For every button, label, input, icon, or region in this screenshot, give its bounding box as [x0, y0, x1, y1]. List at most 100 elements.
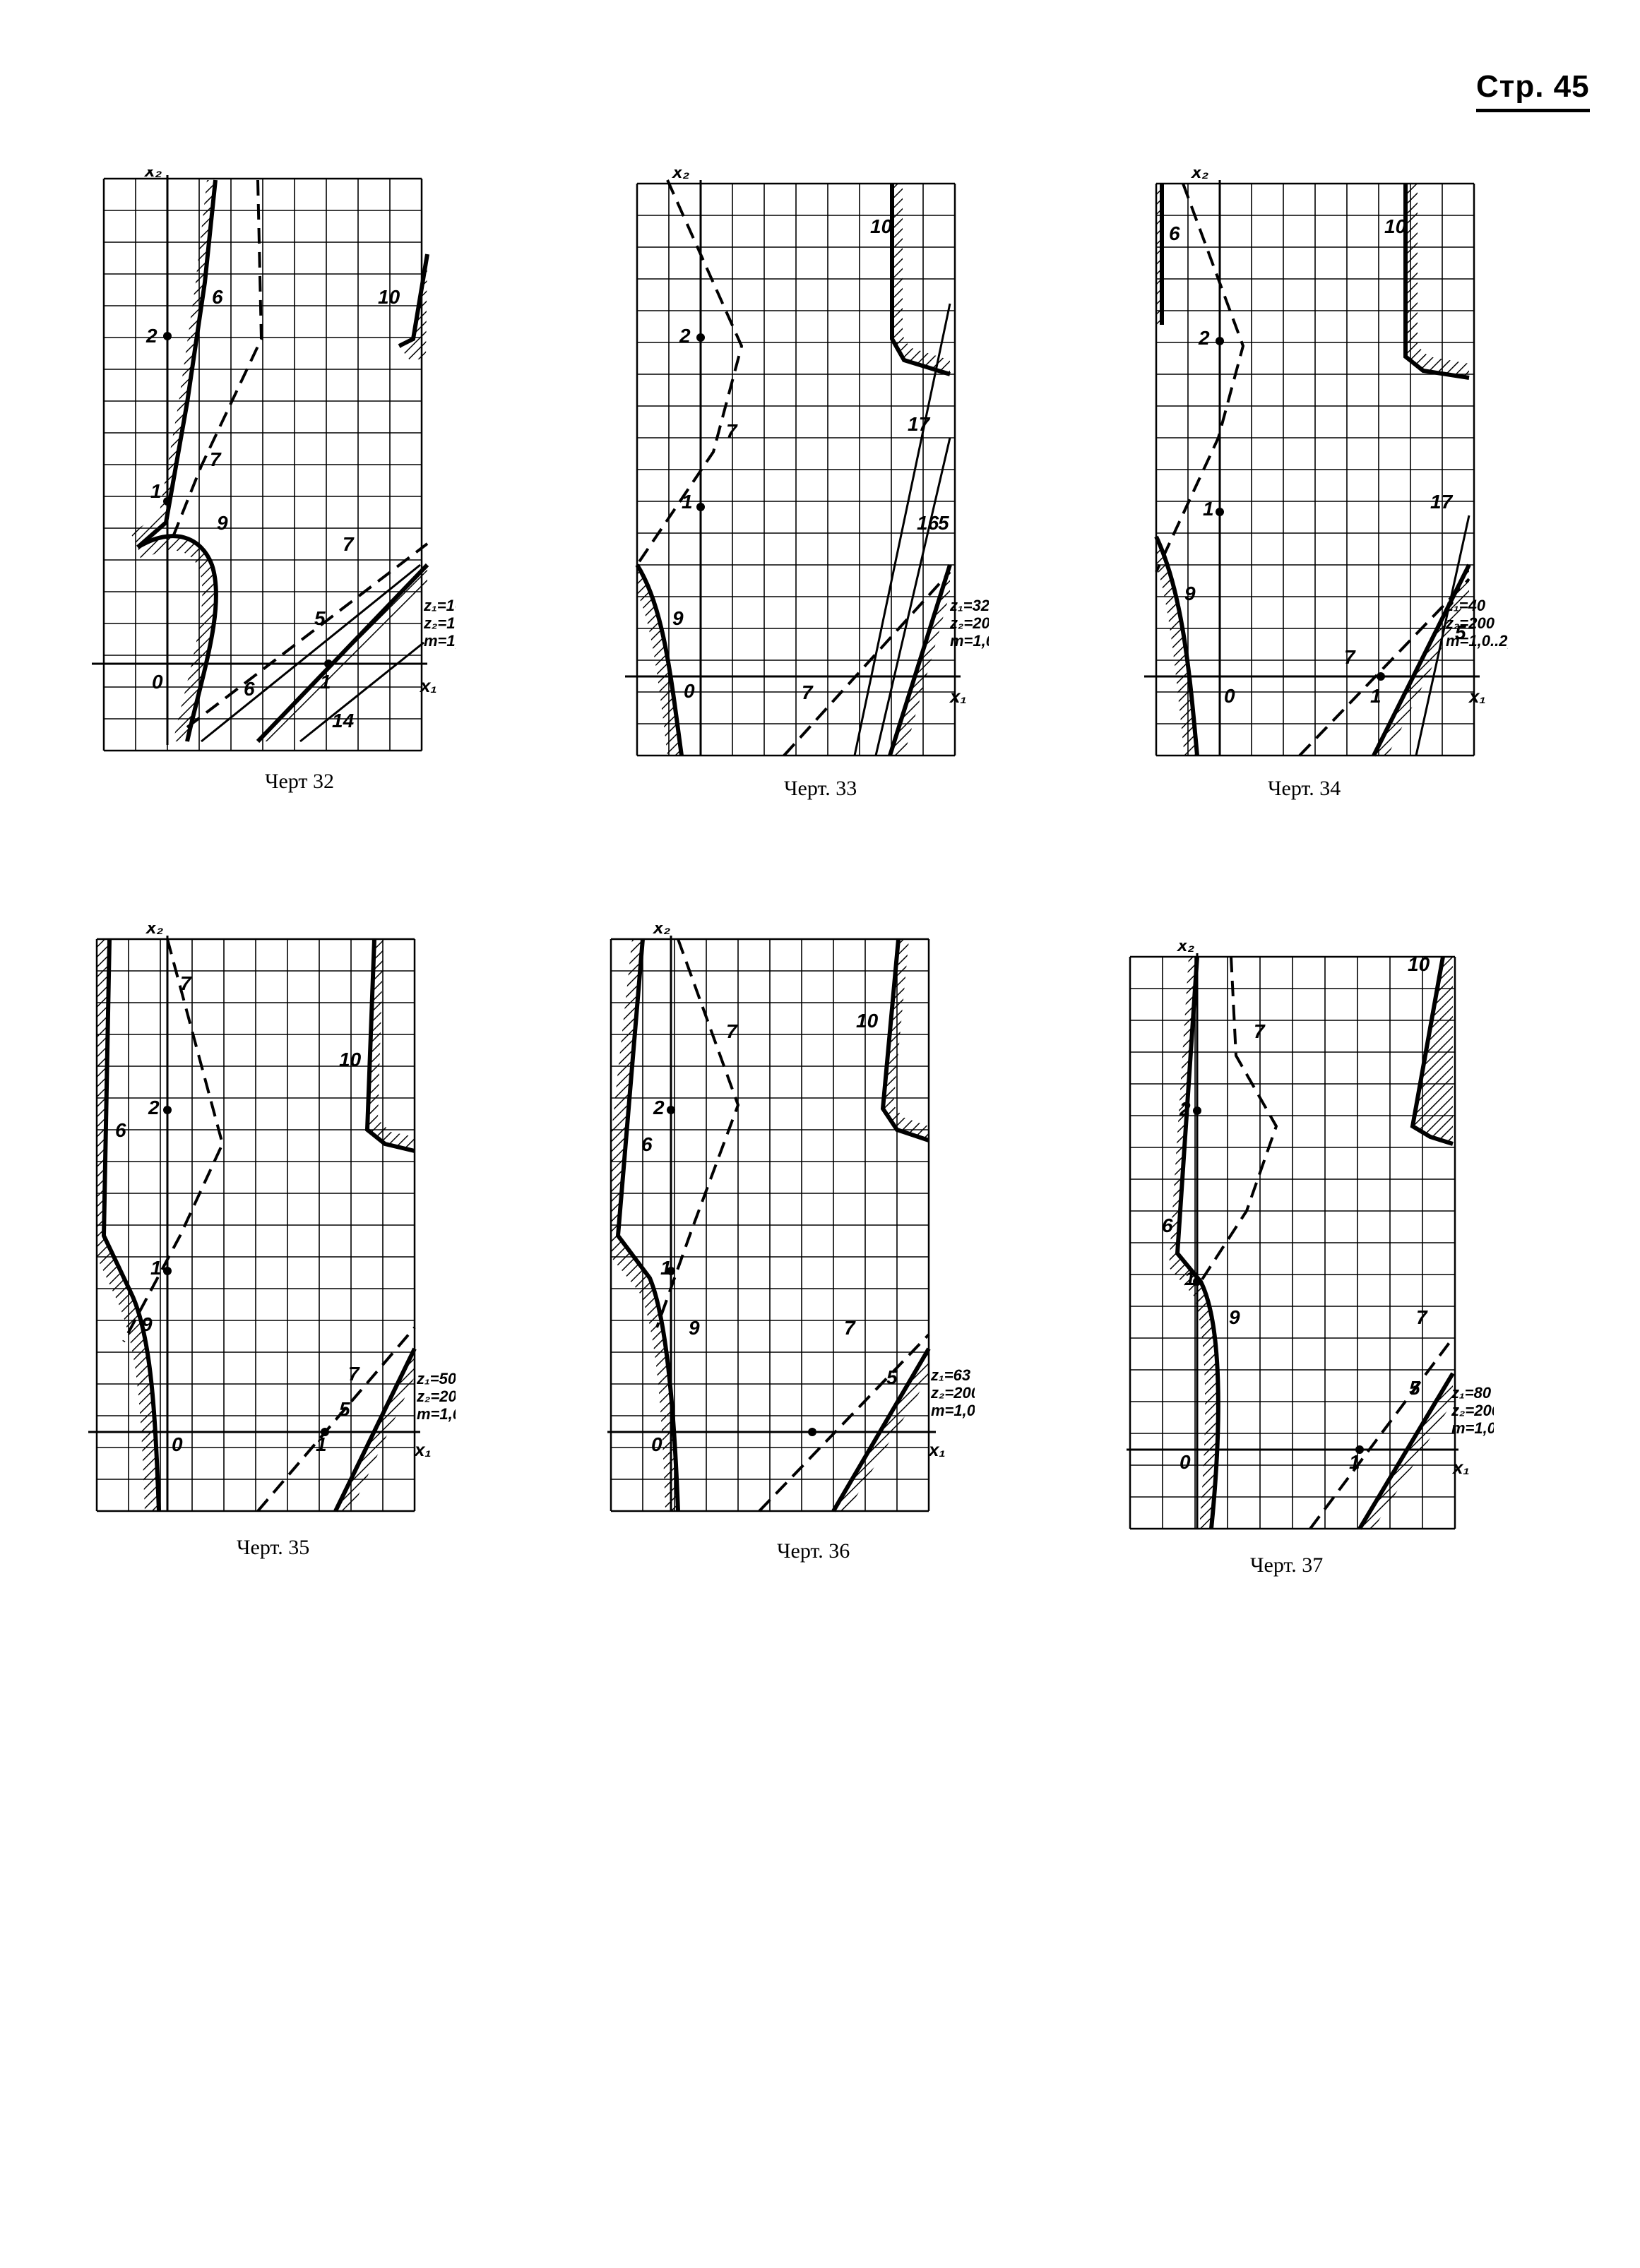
point-1: [667, 1267, 675, 1275]
curve-7-dashed: [1199, 956, 1454, 1530]
curve-7-dashed: [636, 179, 951, 757]
curve-label: 6: [641, 1133, 653, 1155]
curve-label: 7: [348, 1363, 360, 1385]
curve-9-hatch: [637, 565, 682, 756]
chart-caption: Черт. 36: [777, 1539, 850, 1563]
curve-label: 16: [917, 512, 939, 534]
params-line: m=1,0. 2,0: [950, 632, 989, 650]
point-label: 1: [660, 1257, 672, 1279]
curve-7-dashed: [1155, 183, 1470, 757]
params-line: z₁=80: [1451, 1384, 1492, 1402]
curve-label: 5: [886, 1366, 898, 1388]
curve-9-hatch: [138, 536, 216, 741]
curve-label: 10: [856, 1010, 879, 1032]
chart-37-drawing: x₂ x₁ 10 7 6 9 7 5 2 1 0 1 z₁=80 z₂=200 …: [1127, 934, 1522, 1530]
curve-label: 5: [938, 512, 949, 534]
point-label: 0: [152, 671, 163, 693]
curve-7-dashed: [655, 938, 930, 1512]
params-line: z₂=200: [949, 614, 989, 632]
curve-label: 7: [210, 448, 222, 470]
point-label: 1: [1349, 1451, 1360, 1473]
curve-label: 17: [908, 413, 931, 435]
point-label: 2: [1179, 1098, 1191, 1120]
point-x1-1: [1355, 1445, 1364, 1454]
curve-label: 7: [343, 533, 355, 555]
curve-label: 10: [378, 286, 400, 308]
chart-caption: Черт. 37: [1250, 1553, 1324, 1577]
point-label: 1: [150, 480, 162, 502]
curve-label: 9: [672, 607, 684, 629]
point-label: 1: [316, 1433, 327, 1455]
params-line: z₁=32: [949, 597, 989, 614]
point-x1-1: [1377, 672, 1385, 681]
params-line: z₁=40: [1445, 597, 1486, 614]
curve-7-dashed: [172, 179, 429, 729]
params-line: z₁=63: [930, 1366, 970, 1384]
axis-x2-label: x₂: [652, 925, 670, 938]
curve-10-hatch: [399, 254, 427, 360]
point-label: 0: [172, 1433, 183, 1455]
curve-label: 9: [1229, 1306, 1240, 1328]
axis-x1-label: x₁: [419, 675, 437, 696]
chart-caption: Черт. 33: [784, 777, 857, 800]
point-label: 1: [1370, 685, 1381, 707]
params-line: z₂=200: [930, 1384, 975, 1402]
curve-label: 9: [689, 1317, 700, 1339]
chart-33: x₂ x₁ 10 7 17 16 5 9 7 2 1 0 z₁=32 z₂=20…: [622, 161, 1026, 800]
curve-label: 6: [1162, 1214, 1173, 1236]
curve-label: 5: [1409, 1377, 1420, 1399]
chart-32-drawing: x₂ x₁ 6 7 9 10 7 5 6 14 2 1 0 1 z₁=100 z…: [92, 160, 494, 752]
axis-x2-label: x₂: [145, 925, 163, 938]
curve-label: 10: [1384, 215, 1407, 237]
curve-9-hatch: [1156, 537, 1197, 756]
point-1: [163, 497, 172, 506]
curve-label: 9: [141, 1313, 153, 1335]
chart-33-drawing: x₂ x₁ 10 7 17 16 5 9 7 2 1 0 z₁=32 z₂=20…: [625, 161, 1026, 757]
params-line: m=1,0...2,0: [417, 1405, 456, 1423]
params-line: z₂=160: [423, 614, 456, 632]
chart-37: x₂ x₁ 10 7 6 9 7 5 2 1 0 1 z₁=80 z₂=200 …: [1127, 934, 1522, 1577]
grid: [636, 182, 956, 757]
curve-label: 7: [726, 420, 738, 442]
point-2: [1216, 337, 1224, 345]
line-5-hatch: [335, 1349, 415, 1511]
point-x1-1: [321, 1428, 329, 1436]
point-label: 1: [1203, 498, 1214, 520]
curve-label: 7: [1344, 646, 1356, 668]
params-line: z₁=100: [423, 597, 456, 614]
curve-label: 10: [1408, 953, 1430, 975]
point-1: [1216, 508, 1224, 516]
point-label: 2: [653, 1097, 665, 1118]
curve-label: 6: [212, 286, 223, 308]
point-label: 0: [651, 1433, 662, 1455]
line-17: [853, 303, 951, 756]
point-label: 2: [145, 325, 158, 347]
curve-6-hatch: [131, 180, 215, 547]
curve-7-dashed: [122, 938, 416, 1512]
point-label: 2: [679, 325, 691, 347]
point-2: [696, 333, 705, 342]
chart-34: x₂ x₁ 6 10 17 9 5 7 2 1 0 1 z₁=40 z₂=200…: [1141, 161, 1521, 800]
curve-label: 7: [1254, 1020, 1266, 1042]
curve-label: 9: [217, 512, 228, 534]
point-1: [163, 1267, 172, 1275]
grid: [610, 938, 930, 1512]
point-2: [667, 1106, 675, 1114]
curve-label: 6: [244, 678, 255, 700]
point-x1-1: [808, 1428, 816, 1436]
curve-6-hatch: [97, 939, 159, 1511]
params-line: m=1,0..2,0: [1446, 632, 1508, 650]
point-label: 2: [148, 1097, 160, 1118]
point-label: 1: [682, 491, 693, 513]
page-number: Стр. 45: [1476, 69, 1590, 112]
params-line: z₁=50: [416, 1370, 456, 1387]
curve-label: 6: [1169, 222, 1180, 244]
curve-label: 5: [314, 607, 326, 629]
params-line: m=1,0 2,0: [1451, 1419, 1494, 1437]
chart-36-drawing: x₂ x₁ 10 7 6 9 7 5 2 1 0 z₁=63 z₂=200 m=…: [607, 917, 1002, 1512]
axis-x2-label: x₂: [143, 169, 162, 181]
line-5-hatch: [1360, 1373, 1453, 1529]
curve-6-hatch: [1156, 184, 1162, 325]
line-5-hatch: [833, 1349, 929, 1511]
curve-label: 7: [1416, 1306, 1428, 1328]
